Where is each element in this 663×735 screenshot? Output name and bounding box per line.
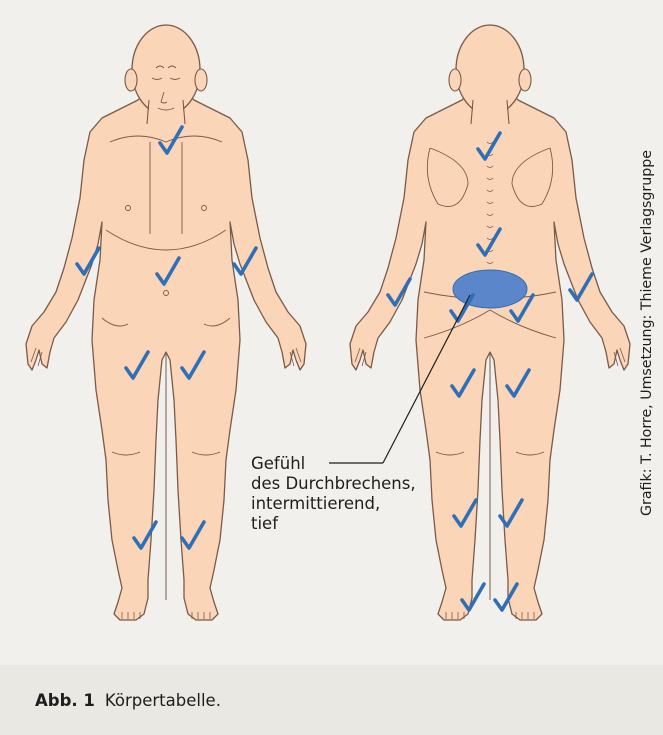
front-ear-left xyxy=(195,69,207,91)
caption-label: Abb. 1 xyxy=(35,691,95,710)
front-ear-right xyxy=(125,69,137,91)
image-credit: Grafik: T. Horre, Umsetzung: Thieme Verl… xyxy=(630,8,663,658)
figure-caption: Abb. 1 Körpertabelle. xyxy=(0,665,663,735)
back-neck xyxy=(473,98,507,124)
image-credit-text: Grafik: T. Horre, Umsetzung: Thieme Verl… xyxy=(639,150,655,516)
annotation-line-1: Gefühl xyxy=(251,454,416,474)
front-neck xyxy=(149,98,183,124)
annotation-line-3: intermittierend, xyxy=(251,494,416,514)
annotation-line-2: des Durchbrechens, xyxy=(251,474,416,494)
back-ear-left xyxy=(519,69,531,91)
pain-annotation: Gefühl des Durchbrechens, intermittieren… xyxy=(251,454,416,534)
body-chart xyxy=(0,0,663,665)
annotation-line-4: tief xyxy=(251,514,416,534)
lower-back-pain-area xyxy=(453,270,527,308)
back-ear-right xyxy=(449,69,461,91)
caption-text: Körpertabelle. xyxy=(105,691,221,710)
